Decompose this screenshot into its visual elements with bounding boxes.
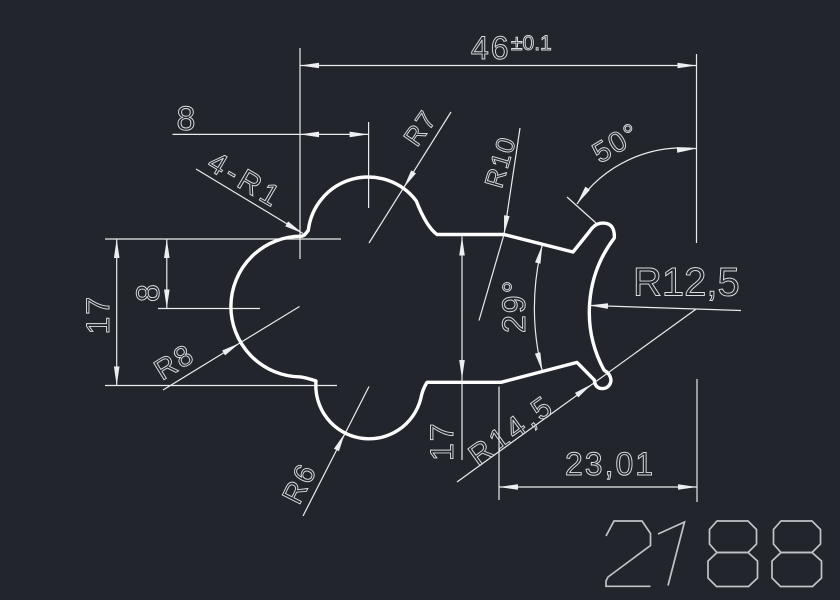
svg-text:17: 17 bbox=[424, 421, 460, 461]
svg-text:±0.1: ±0.1 bbox=[511, 32, 552, 55]
svg-text:8: 8 bbox=[177, 100, 198, 138]
svg-text:17: 17 bbox=[80, 295, 116, 335]
svg-text:23,01: 23,01 bbox=[565, 446, 655, 482]
svg-text:R12,5: R12,5 bbox=[633, 261, 740, 305]
svg-text:8: 8 bbox=[130, 282, 166, 302]
svg-text:46: 46 bbox=[471, 30, 511, 66]
svg-text:29°: 29° bbox=[496, 279, 532, 333]
